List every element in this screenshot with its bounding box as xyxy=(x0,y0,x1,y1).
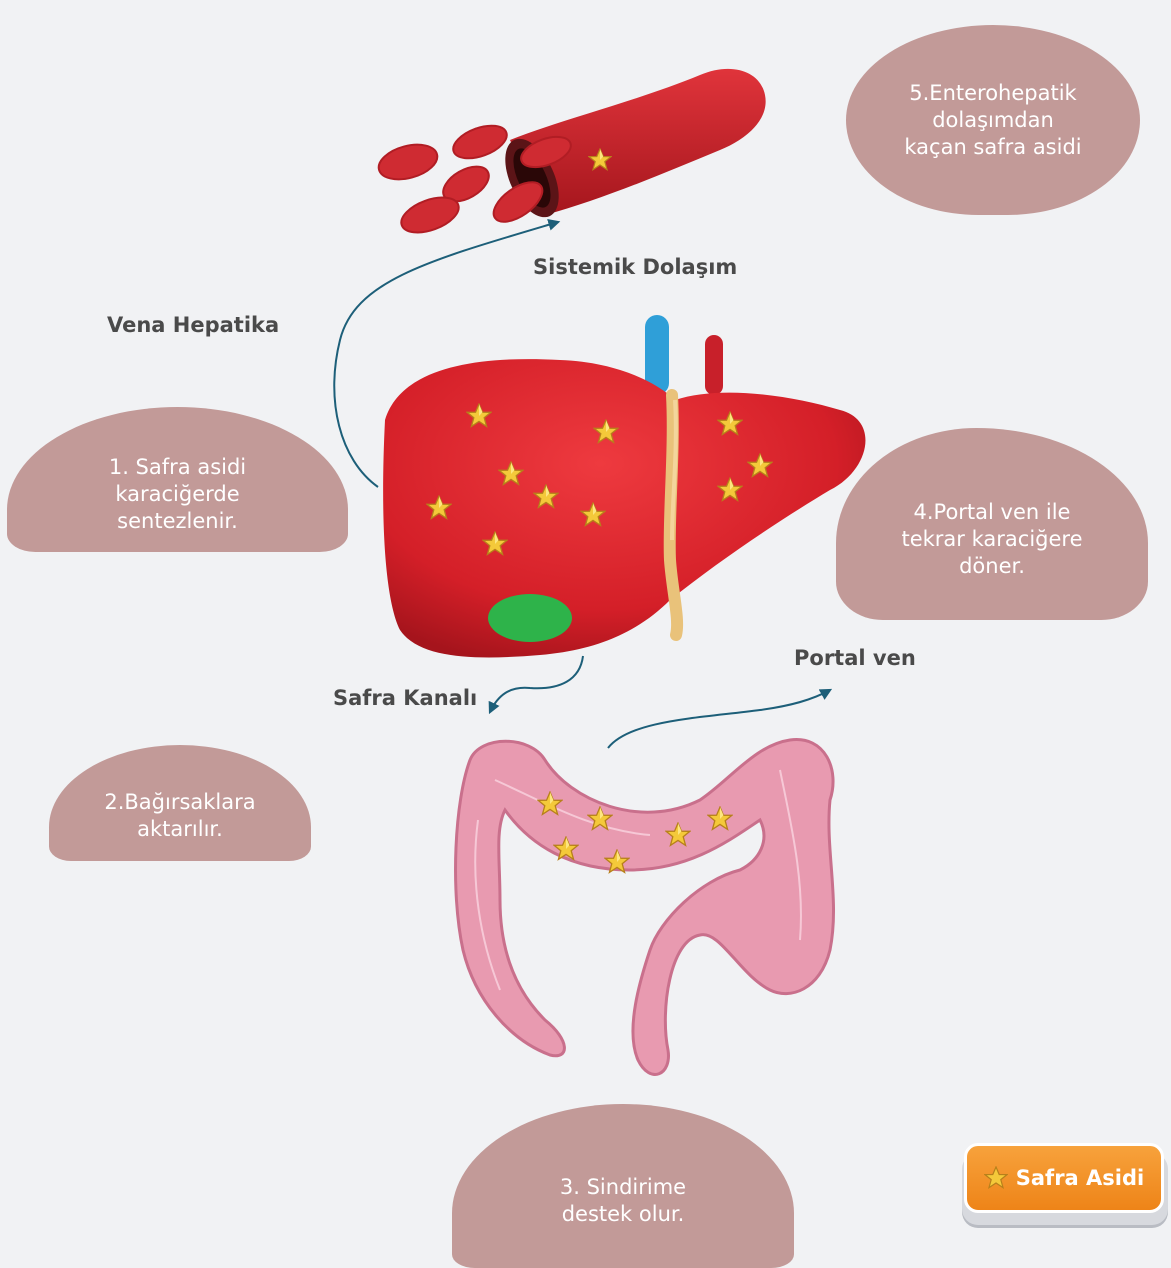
legend-box: Safra Asidi xyxy=(964,1143,1164,1213)
blood-vessel-illustration xyxy=(375,69,766,240)
star-icon xyxy=(984,1166,1008,1190)
step-5-bubble: 5.Enterohepatik dolaşımdan kaçan safra a… xyxy=(846,25,1140,215)
liver-illustration xyxy=(383,315,865,657)
intestine-illustration xyxy=(456,740,834,1075)
legend-label: Safra Asidi xyxy=(1016,1166,1144,1190)
safra-kanali-arrow xyxy=(490,656,583,712)
portal-ven-label: Portal ven xyxy=(794,646,916,670)
legend: Safra Asidi xyxy=(962,1143,1168,1228)
vena-hepatika-label: Vena Hepatika xyxy=(107,313,279,337)
safra-kanali-label: Safra Kanalı xyxy=(333,686,477,710)
systemic-circulation-label: Sistemik Dolaşım xyxy=(533,255,737,279)
